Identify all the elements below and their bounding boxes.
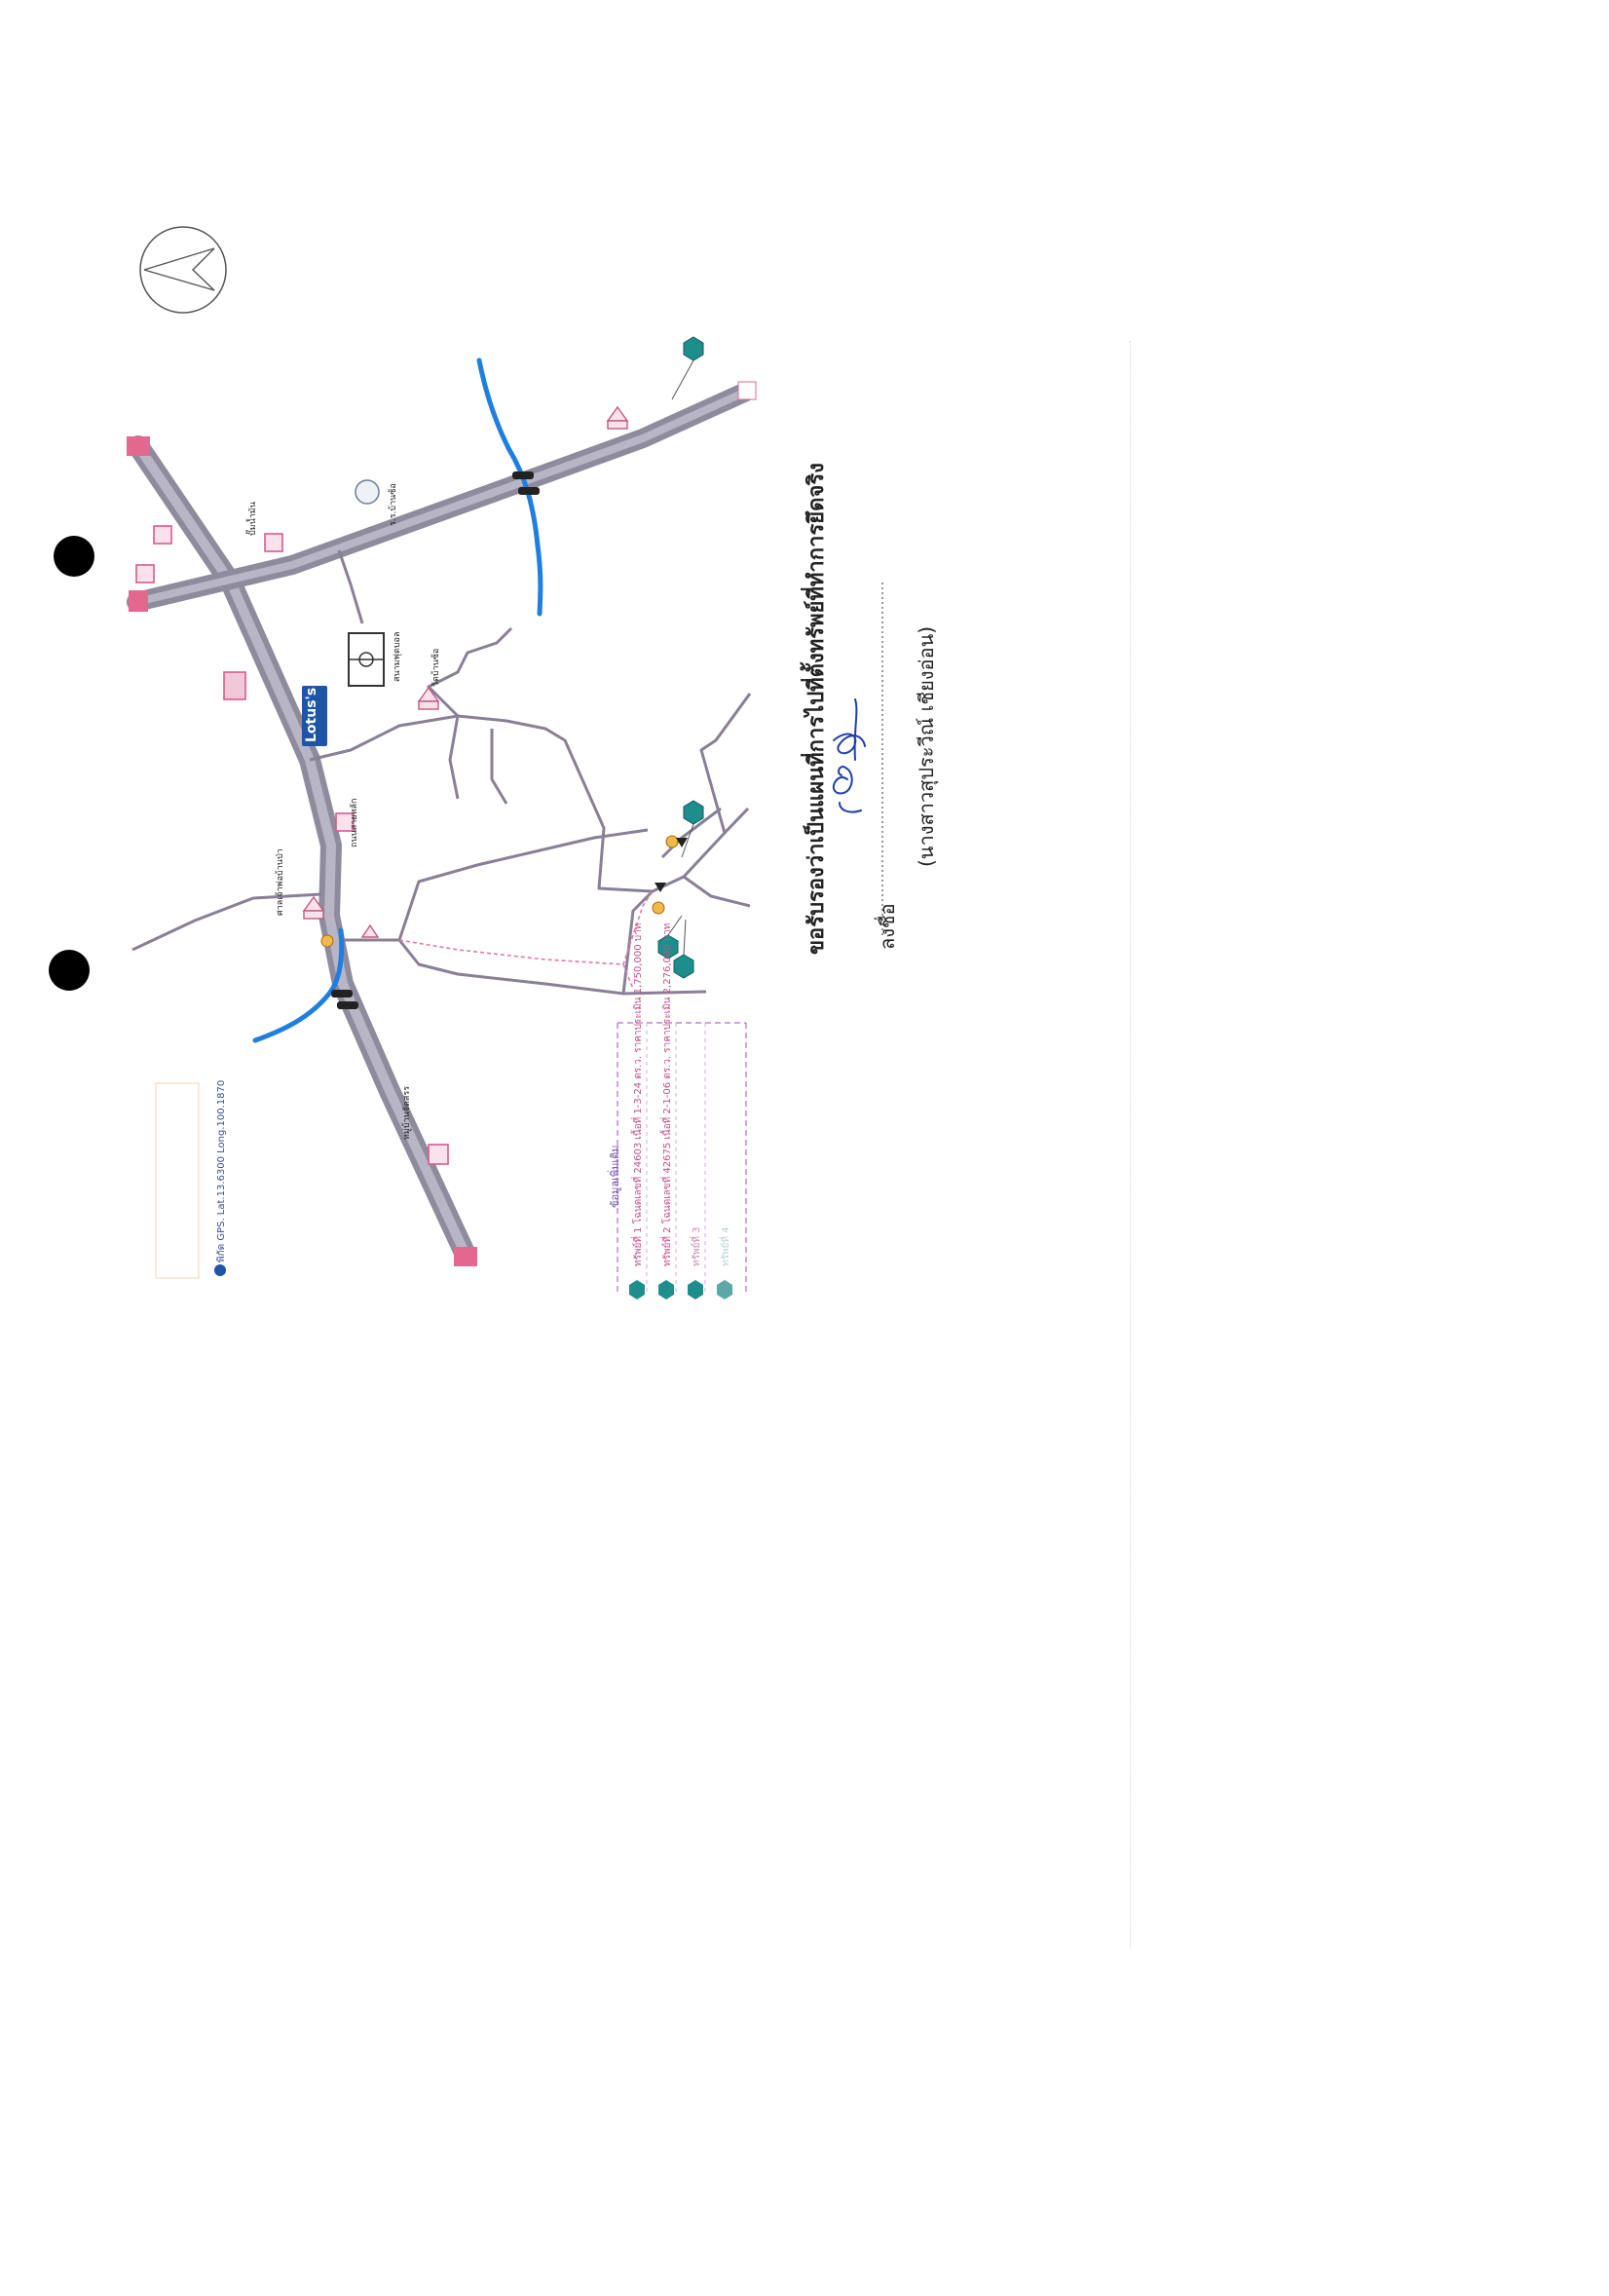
signature-label: ลงชื่อ <box>876 903 899 950</box>
legend-item-3: ทรัพย์ที่ 3 <box>692 1226 702 1266</box>
legend-title: ข้อมูลเพิ่มเติม <box>609 1145 621 1208</box>
legend-item-4: ทรัพย์ที่ 4 <box>721 1226 731 1266</box>
place-label-housing: หมู่บ้านจัดสรร <box>402 1085 412 1140</box>
signature-drawing <box>832 698 866 813</box>
property-pin-icon <box>657 934 679 960</box>
road-end-marker-top <box>127 436 150 456</box>
place-label-gas-station: ปั๊มน้ำมัน <box>248 502 258 536</box>
property-pin-icon <box>683 800 704 825</box>
map-frame <box>214 341 1131 1948</box>
punch-hole-top <box>54 536 94 577</box>
place-label-football-field: สนามฟุตบอล <box>393 631 402 682</box>
signatory-name: (นางสาวสุประวีณ์ เชียงอ่อน) <box>915 625 938 867</box>
legend-box <box>617 1022 747 1299</box>
road-end-marker-bottom <box>454 1247 477 1266</box>
gps-note: พิกัด GPS. Lat.13.6300 Long.100.1870 <box>216 1079 227 1262</box>
punch-hole-bottom <box>49 950 90 991</box>
north-arrow-icon <box>139 226 227 314</box>
certify-statement: ขอรับรองว่าเป็นแผนที่การไปที่ตั้งทรัพย์ท… <box>804 463 829 955</box>
property-pin-icon <box>673 954 694 979</box>
football-field-icon <box>348 632 385 687</box>
legend-item-2: ทรัพย์ที่ 2 โฉนดเลขที่ 42675 เนื้อที่ 2-… <box>662 922 673 1266</box>
lotus-store-logo <box>302 686 327 746</box>
place-label-main-road: ถนนสายหลัก <box>350 798 359 847</box>
cross-road <box>127 382 756 612</box>
store-logo-text: Lotus's <box>304 687 319 742</box>
temple-icon <box>606 405 629 422</box>
place-label-temple: วัดบ้านซ้อ <box>431 648 441 687</box>
property-pin-icon <box>683 336 704 361</box>
place-label-shrine: ศาลเจ้าพ่อบ้านป่า <box>276 848 285 916</box>
building-marker <box>135 564 155 583</box>
legend-item-1: ทรัพย์ที่ 1 โฉนดเลขที่ 24603 เนื้อที่ 1-… <box>633 922 644 1266</box>
building-marker <box>264 533 283 552</box>
place-label-school: ร.ร.บ้านซ้อ <box>389 483 398 526</box>
school-icon <box>355 479 380 505</box>
